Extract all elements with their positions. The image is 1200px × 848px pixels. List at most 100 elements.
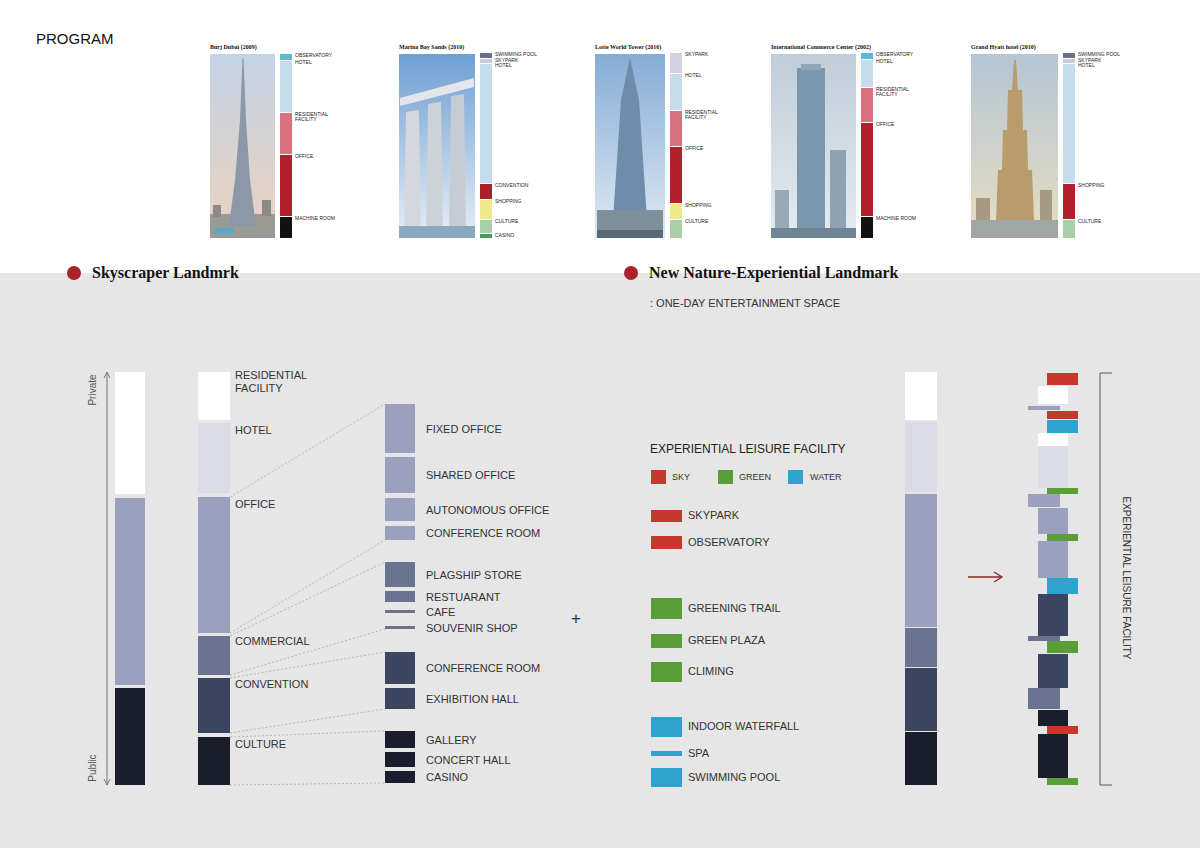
program-segment: OBSERVATORY	[280, 54, 292, 60]
transform-arrow	[968, 572, 1002, 582]
segment-label: HOTEL	[295, 60, 312, 65]
program-segment: CULTURE	[670, 220, 682, 238]
icc-photo	[771, 54, 856, 238]
program-bar	[905, 494, 937, 627]
sub-program-block: CONFERENCE ROOM	[385, 526, 415, 540]
building-caption: Burj Dubai (2009)	[210, 44, 257, 51]
composed-stack	[1038, 541, 1068, 578]
composed-stack	[1038, 734, 1068, 778]
legend-swatch	[651, 662, 682, 682]
segment-label: MACHINE ROOM	[295, 216, 335, 221]
legend-text: INDOOR WATERFALL	[688, 720, 799, 733]
bracket	[1100, 373, 1112, 785]
leader-connector	[230, 404, 385, 497]
program-block: HOTEL	[198, 423, 230, 493]
legend-swatch	[651, 751, 682, 756]
legend-text: GREEN PLAZA	[688, 634, 765, 647]
program-bar	[905, 732, 937, 785]
segment-label: GALLERY	[426, 733, 477, 746]
segment-label: SKYPARK	[685, 52, 708, 57]
building-caption: Lotte World Tower (2016)	[595, 44, 661, 51]
leader-connector	[230, 709, 385, 733]
program-segment: HOTEL	[280, 61, 292, 112]
privacy-axis	[104, 779, 110, 785]
legend-text: SKYPARK	[688, 509, 739, 522]
segment-label: CONCERT HALL	[426, 753, 511, 766]
composed-stack	[1047, 373, 1078, 385]
segment-label: CULTURE	[495, 219, 518, 224]
program-segment: CULTURE	[1063, 220, 1075, 238]
sub-program-block: CAFE	[385, 610, 415, 613]
marina-bay-photo	[399, 226, 475, 238]
segment-label: OFFICE	[685, 146, 703, 151]
legend-swatch	[651, 470, 666, 484]
program-bar	[905, 422, 937, 492]
axis-label: Public	[87, 754, 99, 781]
segment-label: CASINO	[495, 233, 514, 238]
legend-swatch	[718, 470, 733, 484]
segment-label: FIXED OFFICE	[426, 422, 502, 435]
segment-label: OFFICE	[295, 154, 313, 159]
icc-photo	[771, 54, 856, 238]
burj-photo	[210, 54, 275, 238]
legend-text: WATER	[810, 472, 842, 483]
grand-hyatt-photo	[976, 198, 990, 220]
legend-text: SKY	[672, 472, 690, 483]
segment-label: CULTURE	[685, 219, 708, 224]
segment-label: SWIMMING POOL	[1078, 52, 1120, 57]
composed-stack	[1038, 654, 1068, 688]
segment-label: CULTURE	[234, 738, 287, 751]
privacy-bar	[115, 688, 145, 785]
sub-program-block: RESTUARANT	[385, 591, 415, 602]
leader-connector	[230, 652, 385, 678]
program-segment: HOTEL	[670, 74, 682, 110]
program-segment: RESIDENTIAL FACILITY	[280, 113, 292, 154]
gray-ground	[0, 273, 1200, 848]
heading-dot	[67, 266, 81, 280]
program-segment: RESIDENTIAL FACILITY	[861, 88, 873, 122]
segment-label: EXHIBITION HALL	[426, 692, 519, 705]
leader-connector	[230, 731, 385, 737]
legend-swatch	[651, 717, 682, 737]
composed-stack	[1047, 578, 1078, 594]
marina-bay-photo	[400, 78, 474, 106]
segment-label: SHOPPING	[495, 199, 521, 204]
burj-photo	[213, 205, 221, 217]
segment-label: AUTONOMOUS OFFICE	[426, 503, 549, 516]
grand-hyatt-photo	[996, 60, 1034, 220]
segment-label: RESTUARANT	[426, 590, 501, 603]
transform-arrow	[968, 576, 1001, 577]
sub-program-block: AUTONOMOUS OFFICE	[385, 498, 415, 521]
composed-stack	[1028, 373, 1078, 785]
composed-stack	[1028, 688, 1060, 709]
composed-stack	[1028, 494, 1060, 507]
legend-text: CLIMING	[688, 665, 734, 678]
bracket	[1100, 373, 1112, 785]
program-block: COMMERCIAL	[198, 636, 230, 675]
composed-stack	[1047, 488, 1078, 494]
legend-swatch	[651, 536, 682, 549]
lotte-tower-photo	[595, 54, 665, 238]
legend-swatch	[651, 768, 682, 787]
segment-label: HOTEL	[685, 73, 702, 78]
axis-label: Private	[87, 374, 99, 405]
leader-connector	[230, 629, 385, 675]
program-segment: SHOPPING	[670, 204, 682, 219]
icc-photo	[771, 228, 856, 238]
grand-hyatt-photo	[971, 54, 1058, 238]
program-segment: CULTURE	[480, 220, 492, 233]
program-segment: SKYPARK	[1063, 59, 1075, 63]
segment-label: SHARED OFFICE	[426, 469, 515, 482]
legend-swatch	[651, 510, 682, 522]
sub-program-block: CONCERT HALL	[385, 752, 415, 767]
sub-program-block: CASINO	[385, 771, 415, 783]
segment-label: PLAGSHIP STORE	[426, 568, 522, 581]
composed-stack	[1028, 406, 1060, 410]
program-segment: OFFICE	[861, 123, 873, 216]
segment-label: MACHINE ROOM	[876, 216, 916, 221]
legend-text: GREEN	[739, 472, 771, 483]
grand-hyatt-photo	[971, 220, 1058, 238]
plus-sign: +	[571, 609, 581, 629]
segment-label: OFFICE	[234, 498, 276, 511]
program-segment: SWIMMING POOL	[480, 53, 492, 58]
